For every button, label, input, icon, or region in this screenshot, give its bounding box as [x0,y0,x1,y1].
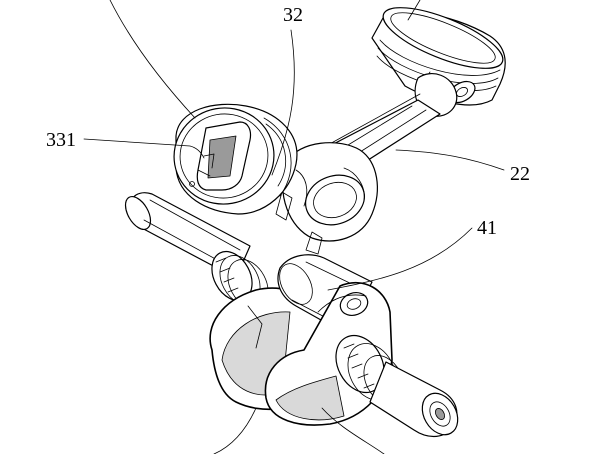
label-32: 32 [283,4,303,26]
label-331: 331 [46,129,76,151]
label-41: 41 [477,217,497,239]
eccentric-ring [173,103,298,215]
crankshaft [124,192,459,438]
label-22: 22 [510,163,530,185]
part-labels: 32 331 22 41 [46,4,530,239]
leader-lines [83,0,505,454]
connecting-rod [275,73,458,255]
